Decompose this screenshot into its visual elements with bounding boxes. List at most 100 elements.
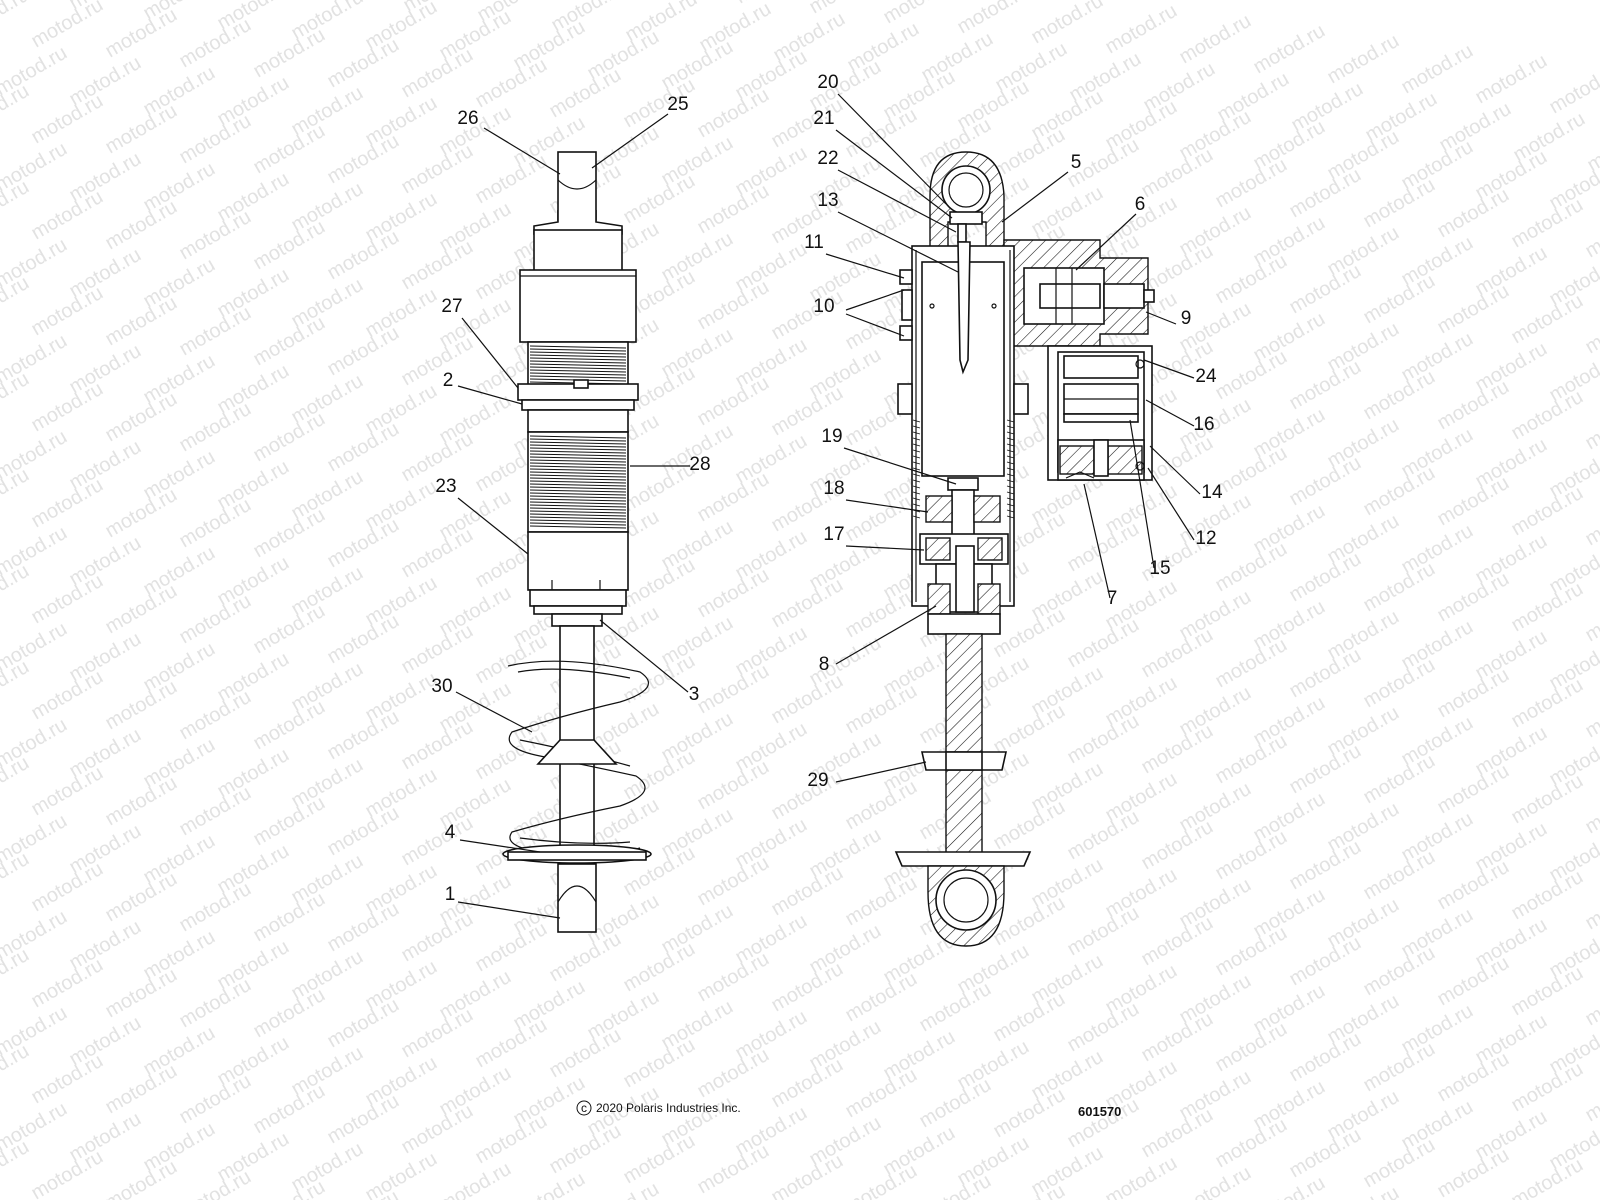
watermark-text: motod.ru	[1064, 902, 1143, 961]
thread-line	[1006, 449, 1015, 453]
watermark-text: motod.ru	[768, 286, 847, 345]
thread-line	[529, 513, 627, 517]
watermark-text: motod.ru	[1286, 260, 1365, 319]
thread-line	[529, 486, 627, 490]
thread-line	[529, 471, 627, 475]
thread-line	[1006, 425, 1015, 429]
watermark-text: motod.ru	[1138, 816, 1217, 875]
callout-12: 12	[1195, 528, 1216, 549]
watermark-text: motod.ru	[620, 1034, 699, 1093]
watermark-text: motod.ru	[1434, 472, 1513, 531]
watermark-text: motod.ru	[842, 584, 921, 643]
watermark-text: motod.ru	[102, 484, 181, 543]
watermark-text: motod.ru	[324, 994, 403, 1053]
watermark-text: motod.ru	[546, 1024, 625, 1083]
watermark-text: motod.ru	[472, 54, 551, 113]
watermark-text: motod.ru	[546, 64, 625, 123]
watermark-text: motod.ru	[842, 104, 921, 163]
thread-line	[912, 425, 921, 429]
thread-line	[529, 348, 627, 352]
callout-22: 22	[817, 148, 838, 169]
watermark-text: motod.ru	[694, 756, 773, 815]
thread-line	[912, 431, 921, 435]
watermark-text: motod.ru	[954, 0, 1033, 38]
watermark-text: motod.ru	[1176, 1162, 1255, 1200]
watermark-text: motod.ru	[398, 524, 477, 583]
thread-line	[529, 465, 627, 469]
thread-line	[529, 453, 627, 457]
thread-line	[1006, 509, 1015, 513]
watermark-text: motod.ru	[1064, 1094, 1143, 1153]
watermark-text: motod.ru	[694, 468, 773, 527]
watermark-text: motod.ru	[324, 802, 403, 861]
watermark-text: motod.ru	[694, 948, 773, 1007]
thread-line	[1006, 473, 1015, 477]
watermark-text: motod.ru	[1508, 962, 1587, 1021]
watermark-text: motod.ru	[28, 666, 107, 725]
watermark-text: motod.ru	[916, 978, 995, 1037]
watermark-text: motod.ru	[990, 604, 1069, 663]
thread-line	[912, 473, 921, 477]
watermark-text: motod.ru	[102, 292, 181, 351]
thread-line	[1006, 455, 1015, 459]
watermark-text: motod.ru	[694, 180, 773, 239]
watermark-text: motod.ru	[768, 1150, 847, 1200]
watermark-text: motod.ru	[28, 474, 107, 533]
watermark-text: motod.ru	[1508, 1154, 1587, 1200]
watermark-text: motod.ru	[1102, 0, 1181, 58]
watermark-text: motod.ru	[324, 418, 403, 477]
watermark-text: motod.ru	[324, 898, 403, 957]
lower-eyelet	[557, 863, 597, 933]
callout-1: 1	[445, 884, 456, 905]
watermark-text: motod.ru	[1212, 250, 1291, 309]
watermark-text: motod.ru	[842, 1064, 921, 1123]
watermark-text: motod.ru	[176, 782, 255, 841]
watermark-text: motod.ru	[620, 938, 699, 997]
watermark-text: motod.ru	[1212, 538, 1291, 597]
watermark-text: motod.ru	[1360, 846, 1439, 905]
thread-line	[529, 483, 627, 487]
watermark-text: motod.ru	[324, 34, 403, 93]
lower-eye-section	[894, 851, 1032, 947]
thread-line	[1006, 497, 1015, 501]
watermark-text: motod.ru	[880, 0, 959, 28]
thread-line	[529, 489, 627, 493]
watermark-text: motod.ru	[1286, 164, 1365, 223]
footer: c 2020 Polaris Industries Inc. 601570	[576, 1100, 1121, 1119]
watermark-text: motod.ru	[176, 878, 255, 937]
callout-20: 20	[817, 72, 838, 93]
thread-line	[529, 450, 627, 454]
watermark-text: motod.ru	[250, 24, 329, 83]
watermark-text: motod.ru	[1138, 624, 1217, 683]
top-eyelet	[533, 151, 623, 235]
watermark-text: motod.ru	[1212, 1018, 1291, 1077]
watermark-text: motod.ru	[1286, 1028, 1365, 1087]
watermark-text: motod.ru	[250, 792, 329, 851]
watermark-text: motod.ru	[250, 216, 329, 275]
thread-line	[1006, 419, 1015, 423]
watermark-text: motod.ru	[176, 590, 255, 649]
watermark-text: motod.ru	[768, 862, 847, 921]
watermark-text: motod.ru	[176, 974, 255, 1033]
thread-line	[1006, 515, 1015, 519]
thread-line	[1006, 485, 1015, 489]
watermark-text: motod.ru	[1360, 558, 1439, 617]
thread-line	[529, 474, 627, 478]
watermark-text: motod.ru	[768, 958, 847, 1017]
watermark-text: motod.ru	[1360, 750, 1439, 809]
thread-lines-lower	[529, 435, 627, 529]
watermark-text: motod.ru	[732, 0, 811, 8]
watermark-text: motod.ru	[102, 388, 181, 447]
thread-line	[1006, 491, 1015, 495]
thread-line	[1006, 467, 1015, 471]
watermark-text: motod.ru	[28, 570, 107, 629]
watermark-text: motod.ru	[1250, 1172, 1329, 1200]
watermark-text: motod.ru	[250, 120, 329, 179]
watermark-text: motod.ru	[768, 1054, 847, 1113]
watermark-text: motod.ru	[694, 84, 773, 143]
watermark-text: motod.ru	[1286, 740, 1365, 799]
thread-line	[529, 357, 627, 361]
thread-line	[529, 495, 627, 499]
thread-line	[912, 485, 921, 489]
thread-line	[529, 435, 627, 439]
